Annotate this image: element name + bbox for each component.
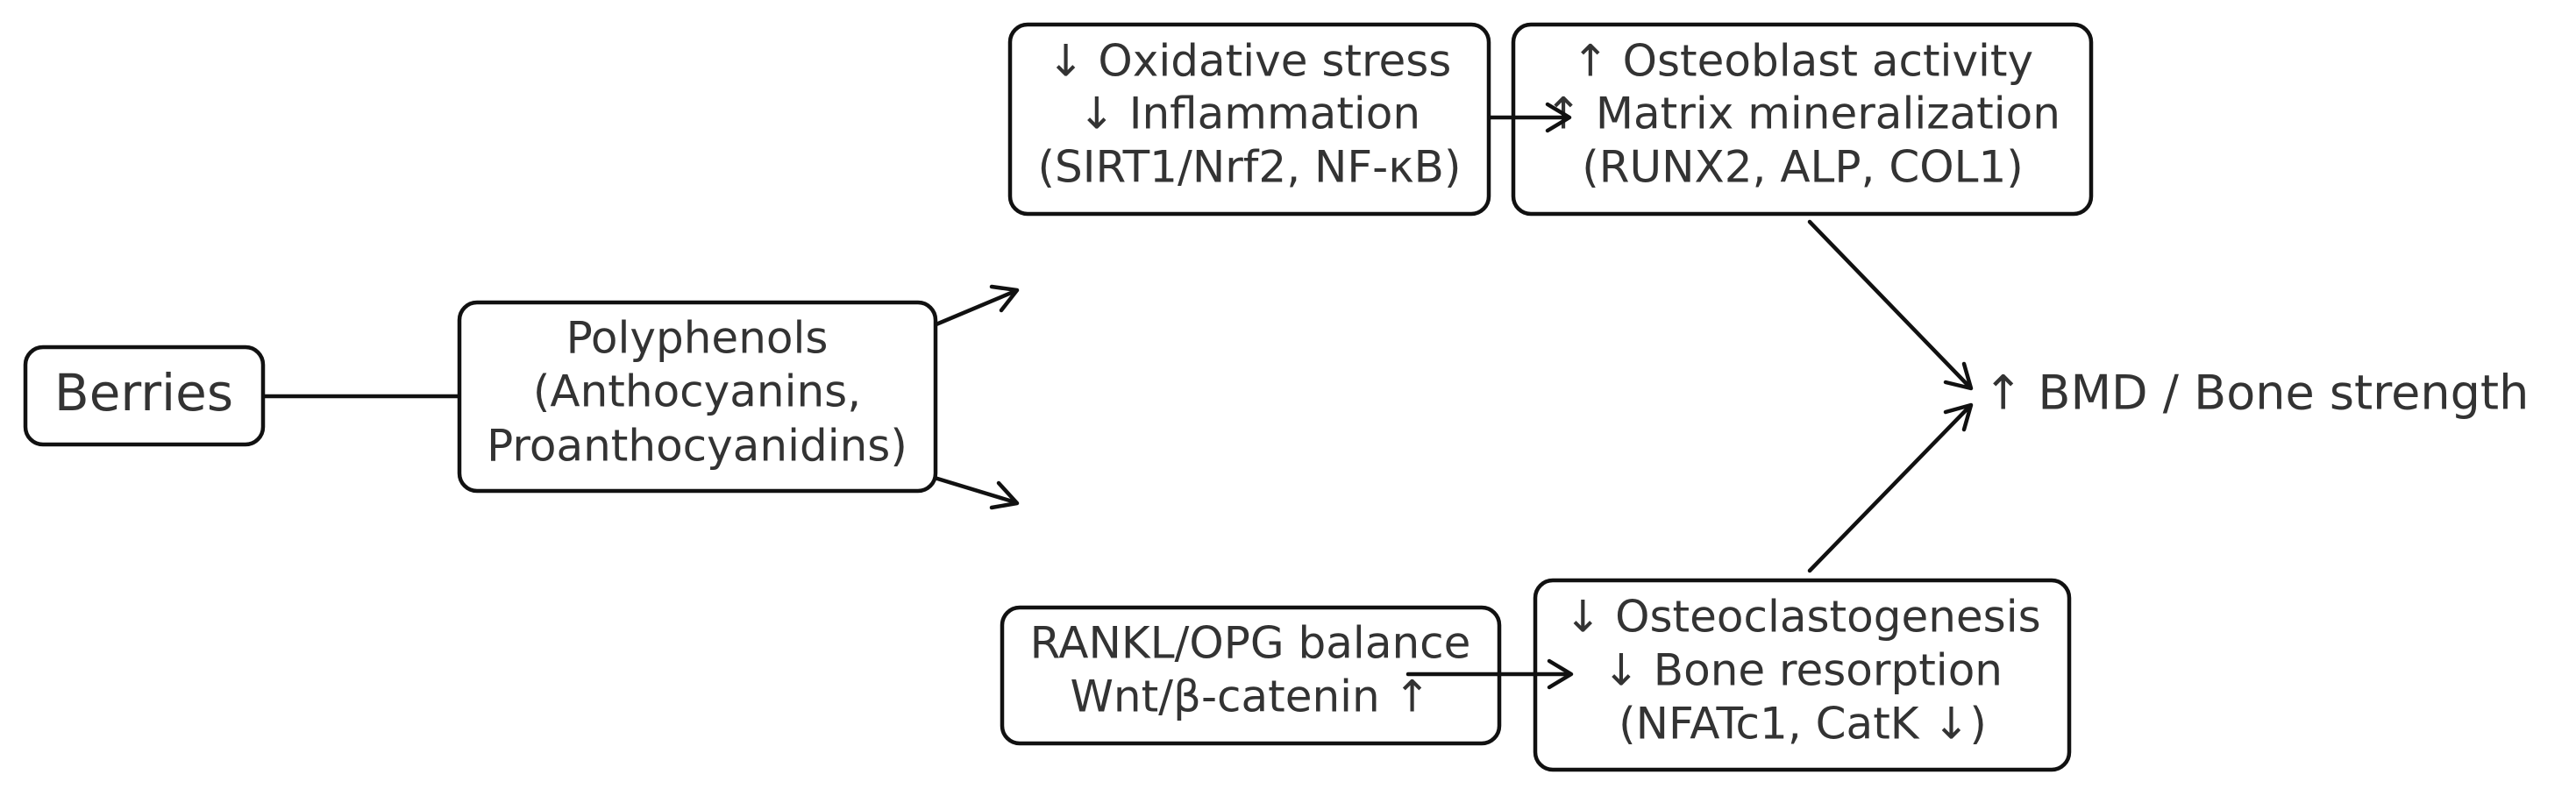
node-antioxidant-line-2: ↓ Inflammation <box>1078 89 1420 139</box>
node-antioxidant: ↓ Oxidative stress ↓ Inflammation (SIRT1… <box>1007 22 1491 217</box>
node-osteoclast-line-2: ↓ Bone resorption <box>1603 645 2003 696</box>
node-signaling: RANKL/OPG balance Wnt/β-catenin ↑ <box>1000 605 1502 746</box>
node-osteoblast-line-1: ↑ Osteoblast activity <box>1572 36 2033 87</box>
node-polyphenols-line-1: Polyphenols <box>566 313 829 364</box>
node-polyphenols: Polyphenols (Anthocyanins, Proanthocyani… <box>457 300 938 494</box>
arrow-antioxidant-to-osteoblast <box>1488 102 1572 133</box>
arrow-signaling-to-osteoclast <box>1405 658 1574 690</box>
node-outcome-line-1: ↑ BMD / Bone strength <box>1983 366 2529 421</box>
node-osteoclast-line-3: (NFATc1, CatK ↓) <box>1619 699 1987 750</box>
node-signaling-line-1: RANKL/OPG balance <box>1030 618 1471 669</box>
node-berries-line-1: Berries <box>54 363 233 423</box>
node-osteoclast-line-1: ↓ Osteoclastogenesis <box>1564 592 2040 643</box>
node-osteoblast: ↑ Osteoblast activity ↑ Matrix mineraliz… <box>1511 22 2094 217</box>
node-osteoblast-line-3: (RUNX2, ALP, COL1) <box>1582 142 2024 193</box>
arrow-osteoblast-to-outcome <box>1807 219 1974 391</box>
arrow-osteoclast-to-outcome <box>1807 402 1974 573</box>
arrow-polyphenols-to-antioxidant-branch <box>929 284 1020 329</box>
node-polyphenols-line-3: Proanthocyanidins) <box>487 421 907 472</box>
node-outcome: ↑ BMD / Bone strength <box>1983 366 2529 421</box>
node-berries: Berries <box>23 345 266 447</box>
node-osteoclast: ↓ Osteoclastogenesis ↓ Bone resorption (… <box>1533 578 2072 772</box>
node-antioxidant-line-3: (SIRT1/Nrf2, NF-κB) <box>1038 142 1462 193</box>
node-antioxidant-line-1: ↓ Oxidative stress <box>1048 36 1452 87</box>
node-osteoblast-line-2: ↑ Matrix mineralization <box>1545 89 2060 139</box>
node-signaling-line-2: Wnt/β-catenin ↑ <box>1070 672 1430 722</box>
node-polyphenols-line-2: (Anthocyanins, <box>533 366 861 417</box>
